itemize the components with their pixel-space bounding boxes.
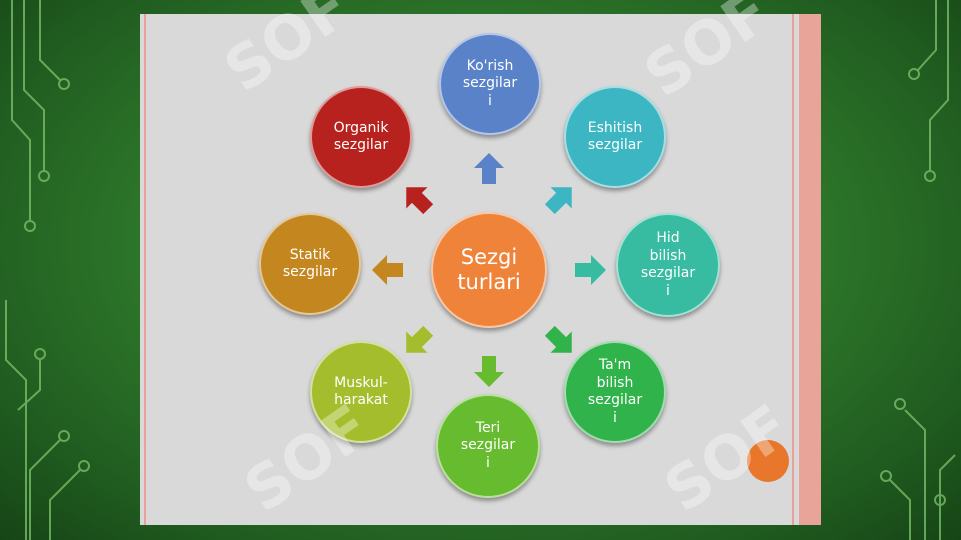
node-tam-label: Ta'm bilish sezgilar i <box>587 357 643 426</box>
arrow-hid <box>575 255 606 285</box>
node-tam: Ta'm bilish sezgilar i <box>564 341 666 443</box>
node-eshitish: Eshitish sezgilar <box>564 86 666 188</box>
node-teri-label: Teri sezgilar i <box>460 419 516 471</box>
center-label: Sezgi turlari <box>457 244 521 294</box>
node-teri: Teri sezgilar i <box>436 394 540 498</box>
slide-right-line <box>792 14 794 525</box>
node-organik-label: Organik sezgilar <box>333 119 389 154</box>
arrows-layer <box>372 153 606 387</box>
arrow-korish <box>474 153 504 184</box>
node-hid-label: Hid bilish sezgilar i <box>640 230 696 299</box>
accent-dot <box>747 440 789 482</box>
node-muskul: Muskul- harakat <box>310 341 412 443</box>
slide-right-band <box>799 14 821 525</box>
arrow-tam <box>544 325 572 353</box>
arrow-teri <box>474 356 504 387</box>
node-korish: Ko'rish sezgilar i <box>439 33 541 135</box>
center-node: Sezgi turlari <box>431 212 547 328</box>
node-statik: Statik sezgilar <box>259 213 361 315</box>
slide-left-line <box>144 14 146 525</box>
node-eshitish-label: Eshitish sezgilar <box>587 119 643 154</box>
arrow-statik <box>372 255 403 285</box>
arrow-eshitish <box>544 187 572 215</box>
node-statik-label: Statik sezgilar <box>282 246 338 281</box>
arrow-muskul <box>406 325 434 353</box>
node-korish-label: Ko'rish sezgilar i <box>462 57 518 109</box>
node-organik: Organik sezgilar <box>310 86 412 188</box>
node-muskul-label: Muskul- harakat <box>334 374 388 409</box>
arrow-organik <box>406 187 434 215</box>
node-hid: Hid bilish sezgilar i <box>616 213 720 317</box>
slide: Sezgi turlari Ko'rish sezgilar i Eshitis… <box>140 0 821 526</box>
